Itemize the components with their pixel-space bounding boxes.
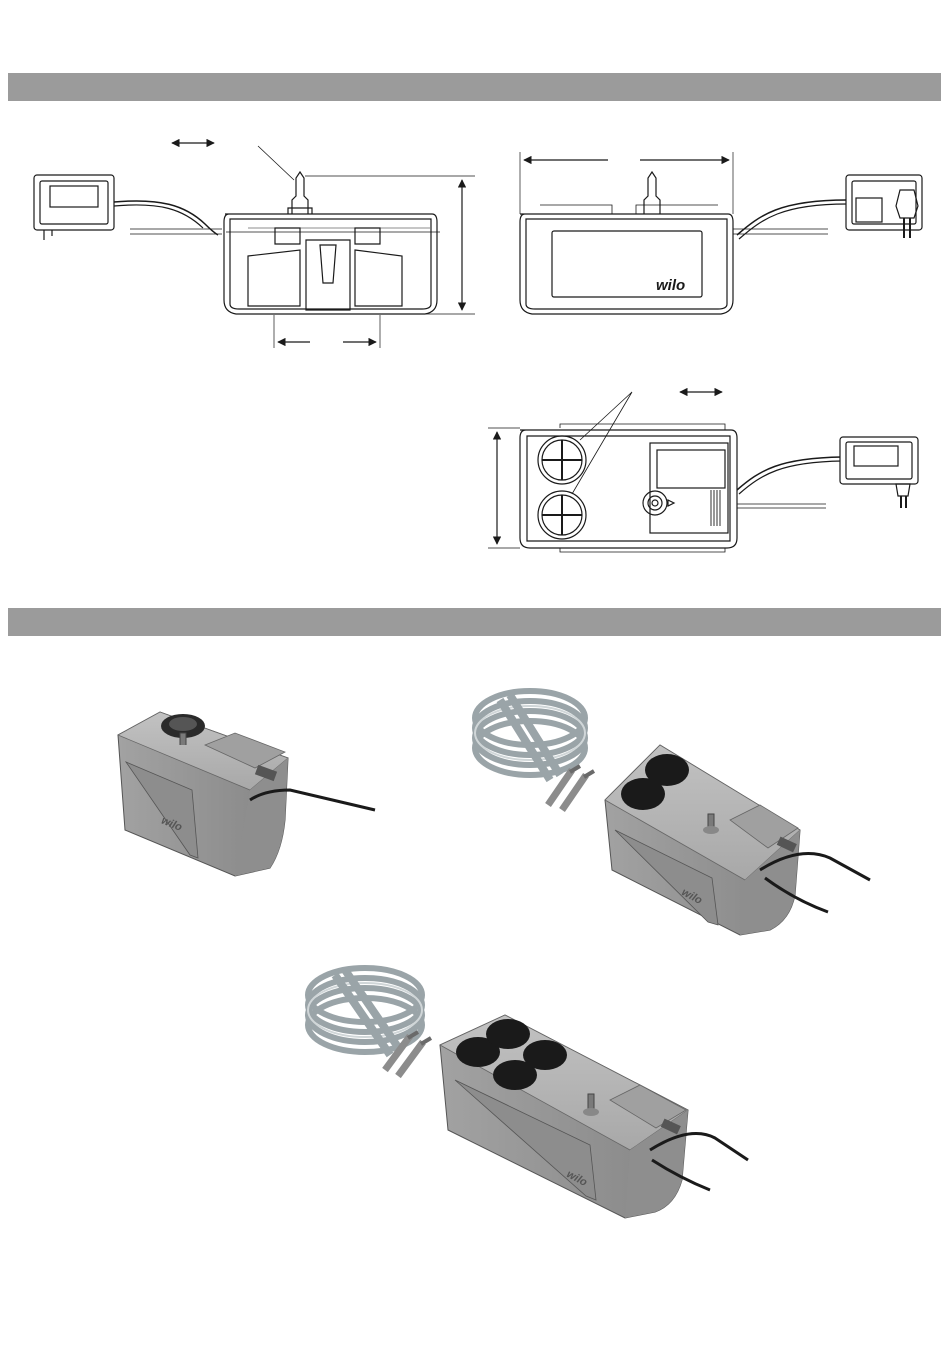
crosshair-circle-icon: [538, 436, 586, 484]
pump-variant-1-hole: wilo: [118, 712, 375, 876]
brand-logo: wilo: [656, 277, 685, 294]
power-adapter-icon: [840, 437, 918, 508]
crosshair-circle-icon: [538, 491, 586, 539]
pump-variant-4-holes: wilo: [308, 968, 748, 1218]
top-view: [488, 392, 918, 552]
rear-view: [520, 152, 922, 314]
power-adapter-icon: [846, 175, 922, 238]
front-view: [34, 143, 475, 348]
pump-variant-2-holes: wilo: [475, 691, 870, 935]
tubing-coil-icon: [475, 691, 585, 780]
euro-plug-icon: [896, 484, 910, 508]
power-adapter-icon: [34, 175, 114, 240]
